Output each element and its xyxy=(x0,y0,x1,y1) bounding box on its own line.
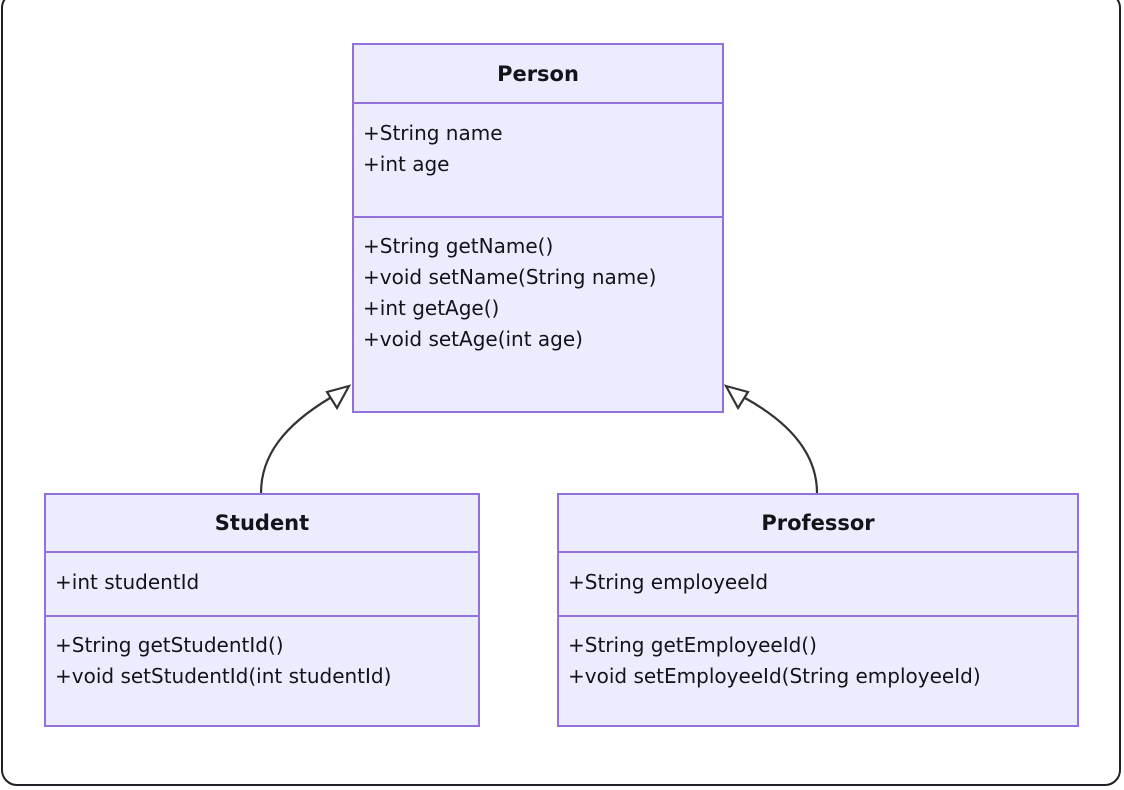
attribute-item: +String employeeId xyxy=(568,570,769,594)
class-methods-student: +String getStudentId() +void setStudentI… xyxy=(46,615,478,725)
method-item: +String getName() xyxy=(363,234,554,258)
class-title-professor: Professor xyxy=(761,511,875,535)
uml-class-professor[interactable]: Professor +String employeeId +String get… xyxy=(557,493,1079,727)
attribute-item: +int age xyxy=(363,152,450,176)
class-title-student: Student xyxy=(214,511,310,535)
method-item: +void setStudentId(int studentId) xyxy=(55,664,392,688)
method-item: +void setAge(int age) xyxy=(363,327,583,351)
method-item: +void setName(String name) xyxy=(363,265,657,289)
uml-class-person[interactable]: Person +String name +int age +String get… xyxy=(352,43,724,413)
uml-class-student[interactable]: Student +int studentId +String getStuden… xyxy=(44,493,480,727)
class-attributes-professor: +String employeeId xyxy=(559,551,1077,615)
edge-student-extends-person xyxy=(259,384,352,495)
class-attributes-student: +int studentId xyxy=(46,551,478,615)
attribute-item: +String name xyxy=(363,121,503,145)
method-item: +void setEmployeeId(String employeeId) xyxy=(568,664,981,688)
method-item: +String getEmployeeId() xyxy=(568,633,817,657)
edge-professor-extends-person xyxy=(723,384,819,495)
class-methods-professor: +String getEmployeeId() +void setEmploye… xyxy=(559,615,1077,725)
attribute-item: +int studentId xyxy=(55,570,200,594)
class-title-person: Person xyxy=(497,61,579,86)
method-item: +String getStudentId() xyxy=(55,633,284,657)
class-methods-person: +String getName() +void setName(String n… xyxy=(354,216,722,411)
method-item: +int getAge() xyxy=(363,296,500,320)
class-attributes-person: +String name +int age xyxy=(354,102,722,216)
